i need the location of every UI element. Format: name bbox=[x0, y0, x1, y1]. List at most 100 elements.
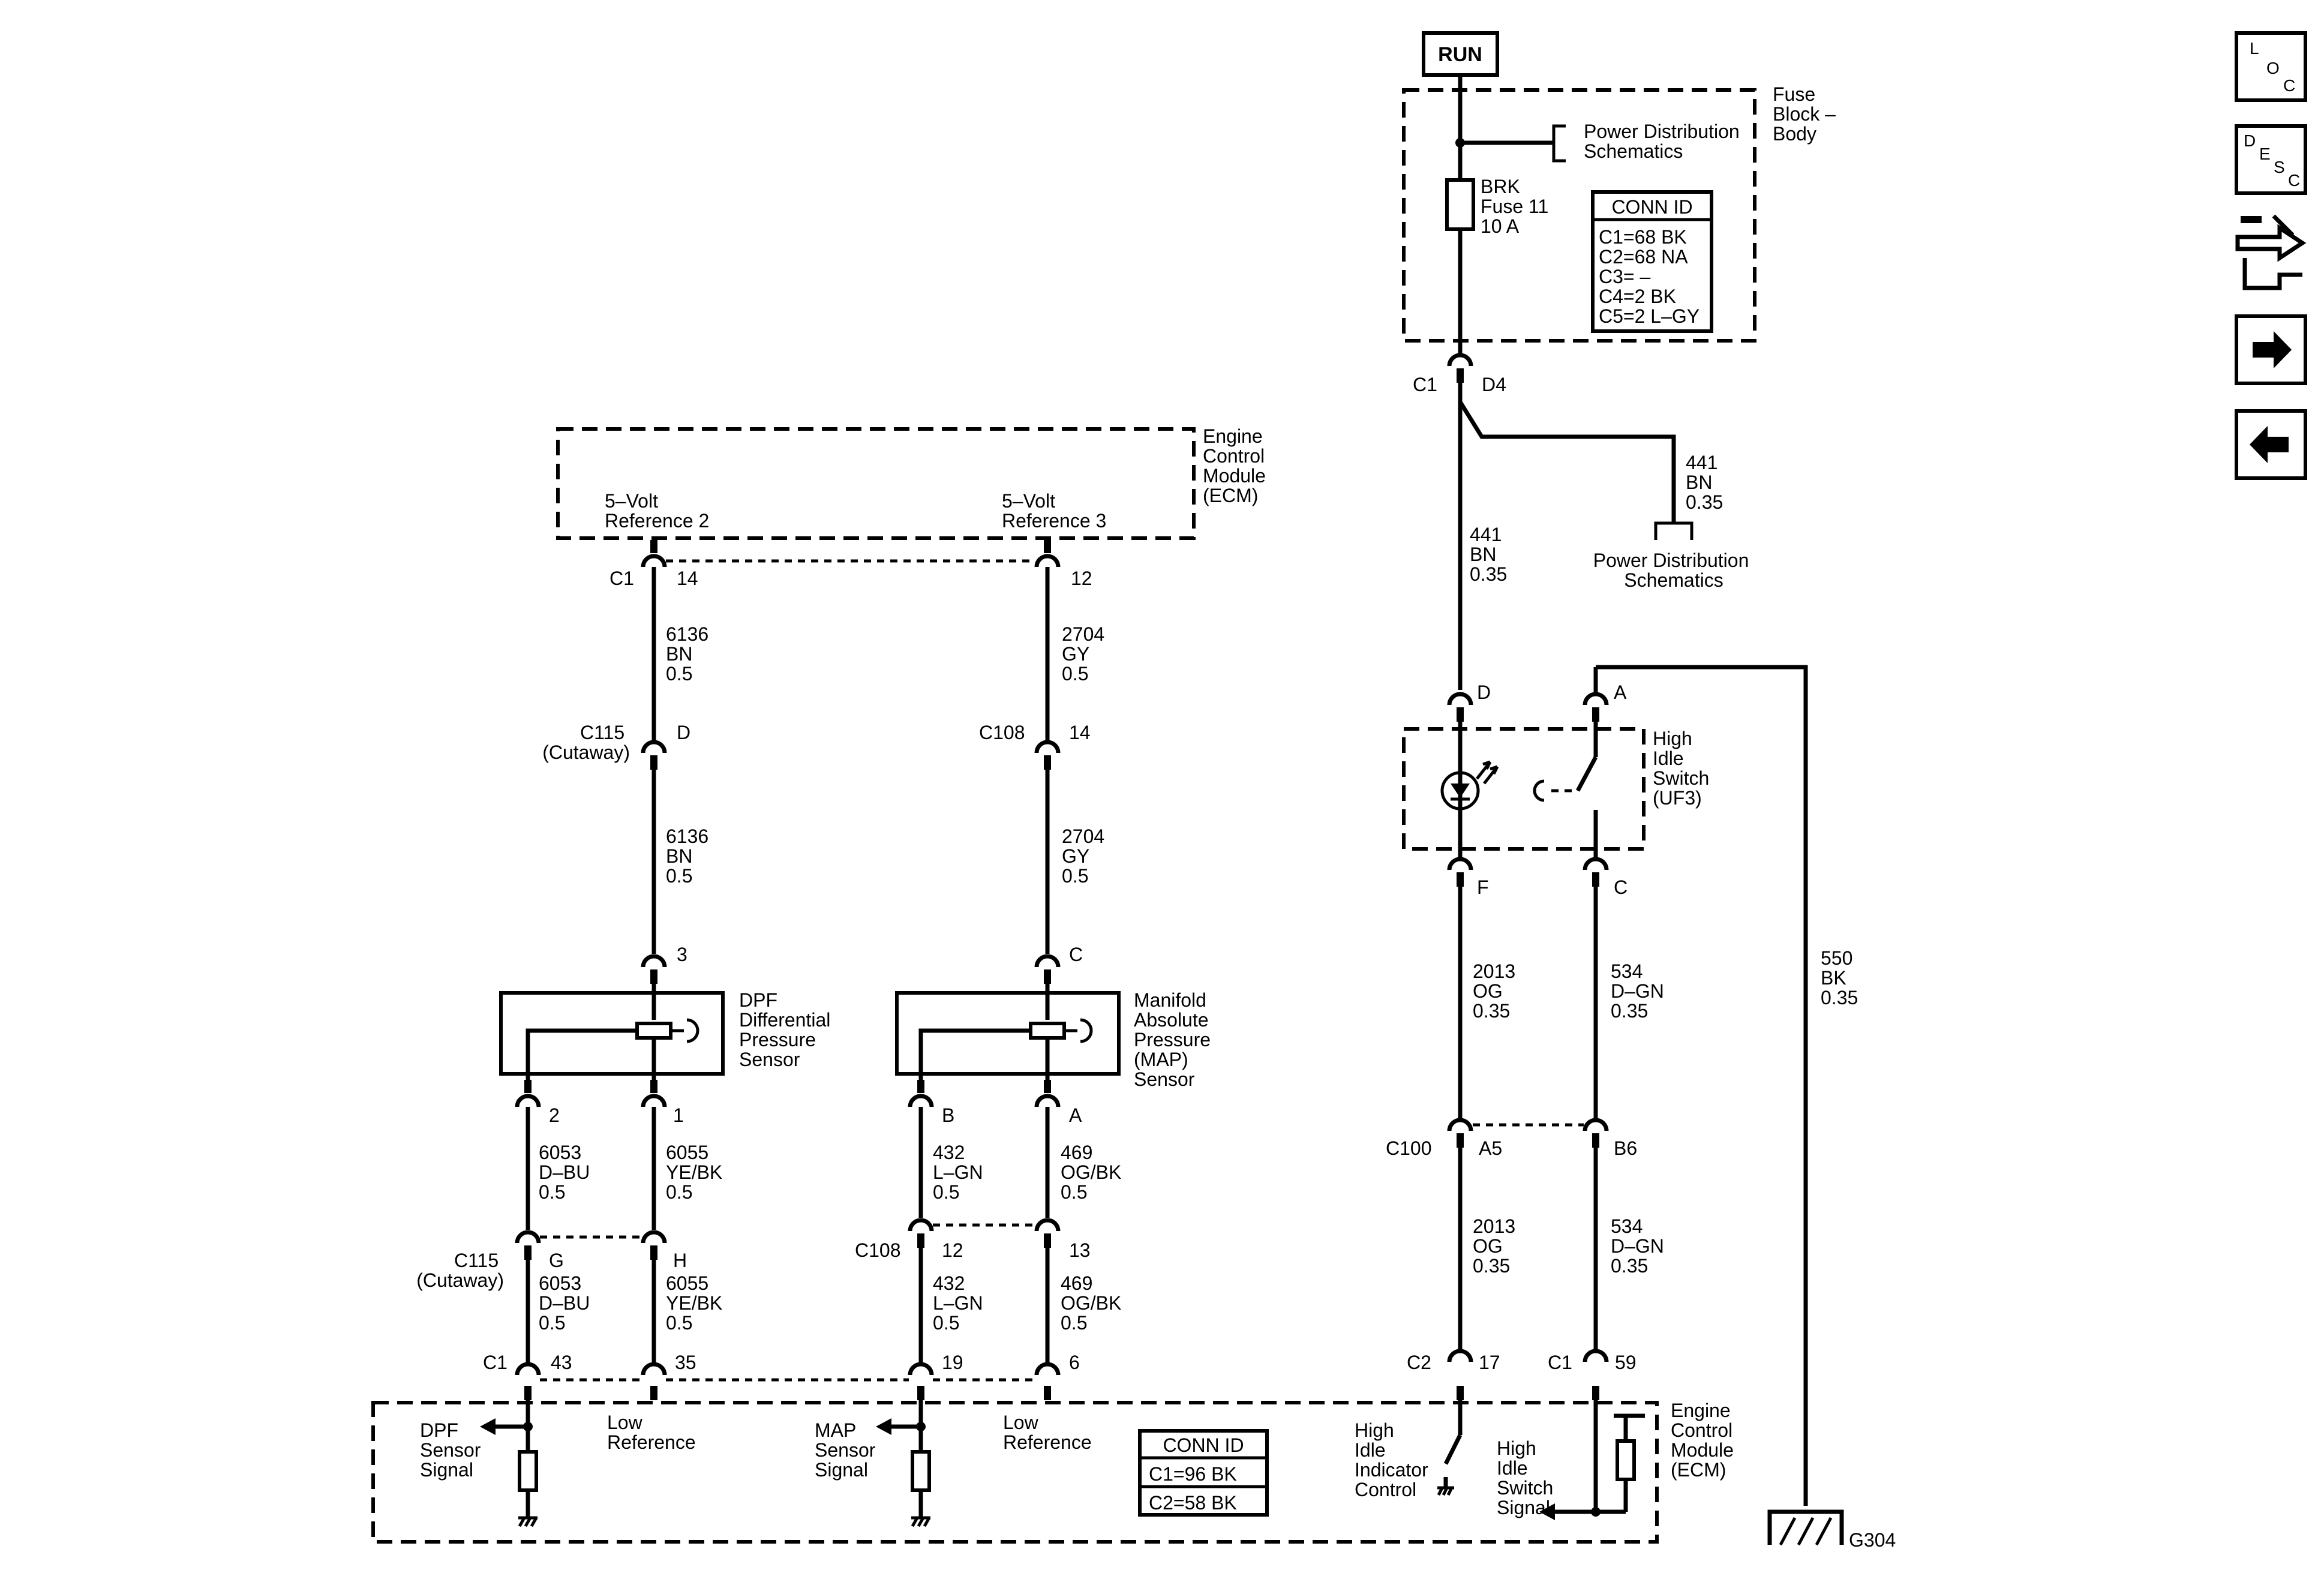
wire-441-branch: 441 BN 0.35 Power Distribution Schematic… bbox=[1458, 383, 1749, 690]
nav-loc-button[interactable]: L O C bbox=[2235, 31, 2307, 102]
svg-text:C1: C1 bbox=[483, 1352, 508, 1373]
run-label: RUN bbox=[1438, 43, 1482, 66]
svg-text:13: 13 bbox=[1069, 1239, 1091, 1261]
svg-text:6055 YE/BK 0.5: 6055 YE/BK 0.5 bbox=[666, 1142, 728, 1203]
nav-desc-button[interactable]: D E S C bbox=[2235, 124, 2307, 195]
svg-text:D: D bbox=[1477, 682, 1491, 703]
svg-text:C1: C1 bbox=[1548, 1352, 1572, 1373]
svg-text:G: G bbox=[549, 1250, 564, 1271]
ground-g304: G304 bbox=[1767, 1509, 1896, 1551]
map-sensor-signal-label: MAP Sensor Signal bbox=[815, 1419, 881, 1481]
wire-534-lower: 534 D–GN 0.35 bbox=[1593, 1148, 1670, 1350]
run-power-source: RUN bbox=[1422, 31, 1499, 91]
description-icon[interactable] bbox=[2235, 124, 2307, 195]
svg-text:CONN ID: CONN ID bbox=[1163, 1434, 1244, 1456]
svg-text:12: 12 bbox=[1071, 568, 1092, 589]
location-icon[interactable] bbox=[2235, 31, 2307, 102]
svg-text:14: 14 bbox=[677, 568, 698, 589]
map-sensor-name: Manifold Absolute Pressure (MAP) Sensor bbox=[1134, 989, 1216, 1090]
dpf-sensor-signal-label: DPF Sensor Signal bbox=[420, 1419, 486, 1481]
svg-text:19: 19 bbox=[942, 1352, 963, 1373]
fuse-symbol bbox=[1445, 178, 1475, 231]
ecm-top-name: Engine Control Module (ECM) bbox=[1203, 425, 1271, 506]
svg-text:469 OG/BK 0.5: 469 OG/BK 0.5 bbox=[1061, 1142, 1127, 1203]
svg-text:469 OG/BK 0.5: 469 OG/BK 0.5 bbox=[1061, 1272, 1127, 1334]
svg-text:550 BK 0.35: 550 BK 0.35 bbox=[1821, 947, 1858, 1008]
connector-c100: C100 A5 B6 bbox=[1386, 1120, 1637, 1159]
svg-text:534 D–GN 0.35: 534 D–GN 0.35 bbox=[1611, 1215, 1670, 1277]
wire-2013-lower: 2013 OG 0.35 bbox=[1458, 1148, 1521, 1350]
svg-text:6055 YE/BK 0.5: 6055 YE/BK 0.5 bbox=[666, 1272, 728, 1334]
svg-text:B: B bbox=[942, 1104, 954, 1126]
ecm-top-block: Engine Control Module (ECM) 5–Volt Refer… bbox=[556, 425, 1271, 589]
svg-text:441 BN 0.35: 441 BN 0.35 bbox=[1686, 452, 1723, 513]
svg-text:2013 OG 0.35: 2013 OG 0.35 bbox=[1473, 1215, 1521, 1277]
high-idle-switch-signal-label: High Idle Switch Signal bbox=[1497, 1437, 1559, 1518]
svg-text:2013 OG 0.35: 2013 OG 0.35 bbox=[1473, 960, 1521, 1022]
svg-text:B6: B6 bbox=[1614, 1137, 1637, 1159]
svg-text:H: H bbox=[673, 1250, 687, 1271]
high-idle-indicator-label: High Idle Indicator Control bbox=[1355, 1419, 1434, 1500]
svg-text:35: 35 bbox=[675, 1352, 696, 1373]
dpf-sensor-box bbox=[499, 991, 725, 1076]
svg-text:6136 BN 0.5: 6136 BN 0.5 bbox=[666, 825, 714, 887]
fuse-block-body: Fuse Block – Body Power Distribution Sch… bbox=[1402, 83, 1841, 354]
svg-text:2704 GY 0.5: 2704 GY 0.5 bbox=[1062, 825, 1110, 887]
svg-text:534 D–GN 0.35: 534 D–GN 0.35 bbox=[1611, 960, 1670, 1022]
ref3-label: 5–Volt Reference 3 bbox=[1002, 490, 1106, 532]
fuse-block-name: Fuse Block – Body bbox=[1773, 83, 1841, 145]
ecm-bottom-block: Engine Control Module (ECM) DPF Sensor S… bbox=[371, 1351, 1734, 1544]
svg-text:14: 14 bbox=[1069, 722, 1091, 743]
dpf-sensor-name: DPF Differential Pressure Sensor bbox=[739, 989, 836, 1070]
svg-text:C1: C1 bbox=[1413, 374, 1437, 395]
svg-text:O: O bbox=[2266, 59, 2280, 77]
svg-text:CONN ID: CONN ID bbox=[1611, 196, 1692, 218]
svg-text:432 L–GN 0.5: 432 L–GN 0.5 bbox=[933, 1142, 988, 1203]
high-idle-switch-name: High Idle Switch (UF3) bbox=[1653, 728, 1715, 809]
svg-text:C2=58 BK: C2=58 BK bbox=[1149, 1492, 1237, 1514]
svg-text:A: A bbox=[1614, 682, 1627, 703]
svg-text:D: D bbox=[2244, 131, 2256, 150]
svg-text:43: 43 bbox=[551, 1352, 572, 1373]
nav-previous-button[interactable] bbox=[2235, 409, 2307, 480]
svg-text:2704 GY 0.5: 2704 GY 0.5 bbox=[1062, 623, 1110, 685]
nav-connector-button[interactable] bbox=[2235, 214, 2307, 290]
high-idle-switch: D A F C High Idle Switch (UF3) bbox=[1402, 667, 1715, 898]
svg-text:G304: G304 bbox=[1849, 1529, 1896, 1551]
wire-2013: 2013 OG 0.35 bbox=[1458, 887, 1521, 1119]
svg-text:6: 6 bbox=[1069, 1352, 1080, 1373]
power-distribution-ref: Power Distribution Schematics bbox=[1584, 121, 1745, 162]
svg-text:C: C bbox=[2288, 171, 2300, 190]
connector-c1-d4: C1 D4 bbox=[1413, 355, 1506, 395]
next-arrow-icon[interactable] bbox=[2253, 331, 2292, 368]
svg-text:432 L–GN 0.5: 432 L–GN 0.5 bbox=[933, 1272, 988, 1334]
previous-arrow-icon[interactable] bbox=[2250, 426, 2289, 463]
low-reference-1-label: Low Reference bbox=[607, 1412, 696, 1453]
svg-text:S: S bbox=[2274, 158, 2285, 176]
svg-text:12: 12 bbox=[942, 1239, 963, 1261]
svg-text:C: C bbox=[1614, 876, 1628, 898]
svg-text:C108: C108 bbox=[855, 1239, 901, 1261]
fuse-conn-id-table: CONN ID C1=68 BK C2=68 NA C3= – C4=2 BK … bbox=[1591, 190, 1713, 333]
dpf-circuit: 6136 BN 0.5 C115 (Cutaway) D 6136 BN 0.5… bbox=[416, 567, 836, 1382]
svg-text:6053 D–BU 0.5: 6053 D–BU 0.5 bbox=[539, 1272, 595, 1334]
connector-icon[interactable] bbox=[2235, 214, 2307, 290]
svg-text:C1: C1 bbox=[609, 568, 634, 589]
svg-text:L: L bbox=[2250, 39, 2259, 58]
wire-441-label: 441 BN 0.35 bbox=[1470, 524, 1507, 585]
nav-next-button[interactable] bbox=[2235, 314, 2307, 385]
ecm-conn-id-table: CONN ID C1=96 BK C2=58 BK bbox=[1138, 1429, 1269, 1517]
low-reference-2-label: Low Reference bbox=[1003, 1412, 1092, 1453]
svg-text:D: D bbox=[677, 722, 690, 743]
svg-text:F: F bbox=[1477, 876, 1489, 898]
svg-text:A: A bbox=[1069, 1104, 1082, 1126]
svg-text:6136 BN 0.5: 6136 BN 0.5 bbox=[666, 623, 714, 685]
svg-text:C1=68 BK C2=68 NA: C1=68 BK C2=68 NA C3= – C4=2 BK C5=2 L–G… bbox=[1599, 226, 1700, 327]
svg-text:C108: C108 bbox=[979, 722, 1025, 743]
svg-text:C: C bbox=[1069, 944, 1083, 965]
svg-text:17: 17 bbox=[1479, 1352, 1500, 1373]
svg-text:C100: C100 bbox=[1386, 1137, 1432, 1159]
c115-lower-label: C115 (Cutaway) bbox=[416, 1250, 504, 1291]
svg-text:C2: C2 bbox=[1407, 1352, 1431, 1373]
